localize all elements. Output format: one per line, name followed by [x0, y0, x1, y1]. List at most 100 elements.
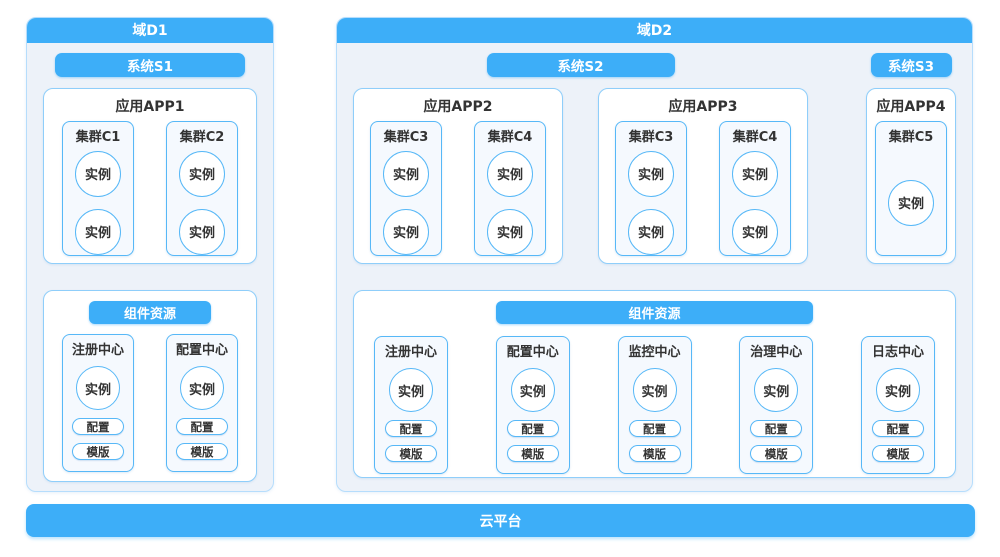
template-pill: 模版 [72, 443, 124, 460]
template-pill: 模版 [506, 445, 559, 462]
app4-clusters-row: 集群C5 实例 [867, 121, 955, 256]
instance-circle: 实例 [75, 150, 121, 197]
cluster-box-c2: 集群C2 实例 实例 [166, 121, 238, 256]
s2-apps-row: 应用APP2 集群C3 实例 实例 集群C4 [353, 88, 808, 264]
cluster-title-c5: 集群C5 [888, 130, 934, 145]
config-pill: 配置 [872, 420, 924, 437]
instance-circle: 实例 [75, 208, 121, 255]
instance-label: 实例 [741, 168, 768, 183]
cluster-title-c3: 集群C3 [628, 130, 674, 145]
template-pill: 模版 [628, 445, 681, 462]
instance-circle: 实例 [754, 368, 799, 412]
instance-label: 实例 [496, 168, 523, 183]
config-pill: 配置 [72, 418, 124, 435]
instance-circle: 实例 [487, 208, 533, 255]
cluster-title-c4: 集群C4 [732, 130, 778, 145]
domain-d1-body: 系统S1 应用APP1 集群C1 实例 实例 集群C2 [27, 43, 273, 491]
config-pill: 配置 [385, 420, 437, 437]
center-box-registry: 注册中心 实例 配置 模版 [374, 336, 448, 474]
cluster-box-c3: 集群C3 实例 实例 [370, 121, 442, 256]
system-s1-badge: 系统S1 [55, 53, 245, 77]
system-s3-group: 系统S3 应用APP4 集群C5 实例 [866, 53, 956, 264]
c5-instances: 实例 [888, 150, 934, 255]
app-box-app4: 应用APP4 集群C5 实例 [866, 88, 956, 264]
c2-instances: 实例 实例 [179, 150, 225, 255]
d1-components-box: 组件资源 注册中心 实例 配置 模版 配置中心 实例 配置 模版 [43, 290, 257, 482]
d2-components-box: 组件资源 注册中心 实例 配置 模版 配置中心 实例 配置 模版 监控中心 实例 [353, 290, 956, 478]
instance-label: 实例 [519, 384, 546, 400]
app-title-app2: 应用APP2 [423, 99, 493, 115]
instance-circle: 实例 [632, 368, 677, 412]
center-title: 日志中心 [871, 345, 924, 360]
app-box-app3: 应用APP3 集群C3 实例 实例 集群C4 [598, 88, 808, 264]
s3-apps-row: 应用APP4 集群C5 实例 [866, 88, 956, 264]
app1-clusters-row: 集群C1 实例 实例 集群C2 实例 实例 [44, 121, 256, 256]
cluster-box-c5: 集群C5 实例 [875, 121, 947, 256]
instance-circle: 实例 [732, 208, 778, 255]
center-title: 配置中心 [175, 343, 228, 358]
instance-label: 实例 [84, 226, 111, 241]
cluster-title-c2: 集群C2 [179, 130, 225, 145]
app2-clusters-row: 集群C3 实例 实例 集群C4 实例 实例 [354, 121, 562, 256]
d2-centers-row: 注册中心 实例 配置 模版 配置中心 实例 配置 模版 监控中心 实例 配置 模… [354, 336, 955, 474]
c4-instances: 实例 实例 [732, 150, 778, 255]
cluster-box-c1: 集群C1 实例 实例 [62, 121, 134, 256]
c1-instances: 实例 实例 [75, 150, 121, 255]
instance-circle: 实例 [179, 150, 225, 197]
app-title-app4: 应用APP4 [876, 99, 946, 115]
instance-circle: 实例 [383, 150, 429, 197]
template-pill: 模版 [872, 445, 924, 462]
instance-label: 实例 [884, 384, 911, 400]
cloud-platform-bar: 云平台 [26, 504, 975, 537]
center-box-config: 配置中心 实例 配置 模版 [166, 334, 238, 472]
instance-label: 实例 [188, 226, 215, 241]
cluster-title-c1: 集群C1 [75, 130, 121, 145]
d1-apps-row: 应用APP1 集群C1 实例 实例 集群C2 实例 [43, 88, 257, 264]
d2-systems-row: 系统S2 应用APP2 集群C3 实例 实例 [353, 53, 956, 264]
instance-label: 实例 [188, 168, 215, 183]
app-box-app1: 应用APP1 集群C1 实例 实例 集群C2 实例 [43, 88, 257, 264]
domain-d2-title: 域D2 [636, 23, 673, 39]
template-pill: 模版 [385, 445, 437, 462]
app-title-app1: 应用APP1 [115, 99, 185, 115]
domain-d2-header: 域D2 [337, 18, 972, 43]
center-title: 监控中心 [628, 345, 681, 360]
instance-circle: 实例 [510, 368, 555, 412]
config-pill: 配置 [628, 420, 681, 437]
c3-instances: 实例 实例 [628, 150, 674, 255]
cluster-title-c3: 集群C3 [383, 130, 429, 145]
system-s1-group: 系统S1 应用APP1 集群C1 实例 实例 集群C2 [43, 53, 257, 264]
instance-circle: 实例 [383, 208, 429, 255]
d1-components-badge: 组件资源 [89, 301, 211, 324]
center-box-registry: 注册中心 实例 配置 模版 [62, 334, 134, 472]
cluster-box-c4: 集群C4 实例 实例 [474, 121, 546, 256]
instance-label: 实例 [763, 384, 790, 400]
center-title: 治理中心 [750, 345, 803, 360]
center-title: 配置中心 [506, 345, 559, 360]
instance-label: 实例 [741, 226, 768, 241]
instance-circle: 实例 [628, 150, 674, 197]
instance-label: 实例 [188, 382, 215, 398]
config-pill: 配置 [506, 420, 559, 437]
instance-circle: 实例 [389, 368, 433, 412]
d2-components-badge: 组件资源 [496, 301, 813, 324]
system-s2-group: 系统S2 应用APP2 集群C3 实例 实例 [353, 53, 808, 264]
instance-circle: 实例 [876, 368, 920, 412]
center-title: 注册中心 [71, 343, 124, 358]
instance-circle: 实例 [180, 366, 224, 410]
system-s2-badge: 系统S2 [486, 53, 675, 77]
instance-circle: 实例 [487, 150, 533, 197]
instance-label: 实例 [84, 168, 111, 183]
template-pill: 模版 [176, 443, 228, 460]
domain-d1-header: 域D1 [27, 18, 273, 43]
system-s3-badge: 系统S3 [870, 53, 952, 77]
c4-instances: 实例 实例 [487, 150, 533, 255]
domain-d2-body: 系统S2 应用APP2 集群C3 实例 实例 [337, 43, 972, 491]
config-pill: 配置 [750, 420, 803, 437]
d1-centers-row: 注册中心 实例 配置 模版 配置中心 实例 配置 模版 [44, 334, 256, 472]
cluster-box-c3: 集群C3 实例 实例 [615, 121, 687, 256]
center-box-governance: 治理中心 实例 配置 模版 [739, 336, 814, 474]
center-box-monitor: 监控中心 实例 配置 模版 [617, 336, 692, 474]
instance-label: 实例 [84, 382, 111, 398]
instance-label: 实例 [397, 384, 424, 400]
